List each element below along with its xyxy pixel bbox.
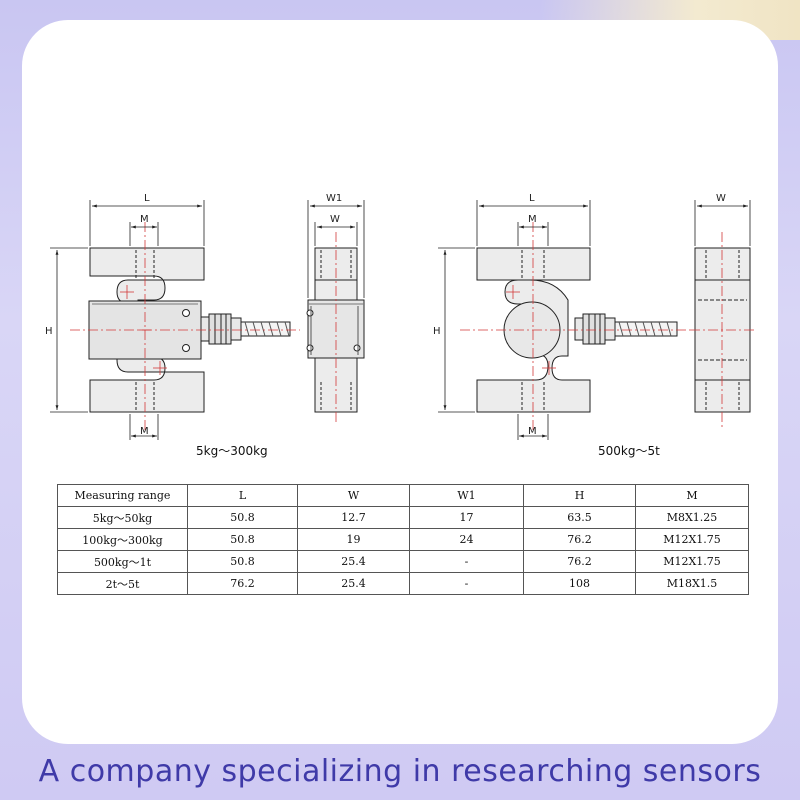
large-label-M-bottom: M — [528, 426, 537, 437]
cell-M: M12X1.75 — [635, 550, 749, 573]
small-label-W1: W1 — [326, 193, 342, 204]
table-row: 100kg～300kg 50.8 19 24 76.2 M12X1.75 — [57, 528, 749, 551]
cell-L: 50.8 — [187, 550, 298, 573]
small-centerlines — [70, 222, 300, 430]
cell-range: 2t～5t — [57, 572, 188, 595]
small-label-M-bottom: M — [140, 426, 149, 437]
cell-W1: - — [409, 572, 524, 595]
cell-range: 5kg～50kg — [57, 506, 188, 529]
header-W: W — [297, 484, 410, 507]
cell-W1: 24 — [409, 528, 524, 551]
cell-W: 25.4 — [297, 572, 410, 595]
cell-M: M18X1.5 — [635, 572, 749, 595]
header-M: M — [635, 484, 749, 507]
cell-L: 50.8 — [187, 528, 298, 551]
cell-W: 25.4 — [297, 550, 410, 573]
table-header-row: Measuring range L W W1 H M — [57, 484, 749, 507]
cell-H: 76.2 — [523, 550, 636, 573]
small-label-H: H — [45, 326, 53, 337]
table-row: 500kg～1t 50.8 25.4 - 76.2 M12X1.75 — [57, 550, 749, 573]
header-W1: W1 — [409, 484, 524, 507]
header-measuring-range: Measuring range — [57, 484, 188, 507]
table-row: 2t～5t 76.2 25.4 - 108 M18X1.5 — [57, 572, 749, 595]
cell-W1: 17 — [409, 506, 524, 529]
cell-M: M12X1.75 — [635, 528, 749, 551]
technical-drawings: L M M H W1 W 5kg～300kg — [45, 193, 756, 458]
small-label-M-top: M — [140, 214, 149, 225]
cell-W1: - — [409, 550, 524, 573]
cell-M: M8X1.25 — [635, 506, 749, 529]
large-caption: 500kg～5t — [598, 444, 660, 458]
large-centerlines — [460, 222, 690, 432]
small-load-cell-side-view — [306, 247, 365, 413]
header-H: H — [523, 484, 636, 507]
small-label-L: L — [144, 193, 150, 204]
cell-W: 19 — [297, 528, 410, 551]
small-caption: 5kg～300kg — [196, 444, 268, 458]
footer-tagline: A company specializing in researching se… — [38, 754, 762, 789]
cell-H: 63.5 — [523, 506, 636, 529]
cell-H: 108 — [523, 572, 636, 595]
cell-range: 500kg～1t — [57, 550, 188, 573]
cell-range: 100kg～300kg — [57, 528, 188, 551]
large-label-M-top: M — [528, 214, 537, 225]
large-label-L: L — [529, 193, 535, 204]
large-label-H: H — [433, 326, 441, 337]
specification-table: Measuring range L W W1 H M 5kg～50kg 50.8… — [57, 484, 749, 595]
cell-L: 76.2 — [187, 572, 298, 595]
table-row: 5kg～50kg 50.8 12.7 17 63.5 M8X1.25 — [57, 506, 749, 529]
cell-W: 12.7 — [297, 506, 410, 529]
cell-H: 76.2 — [523, 528, 636, 551]
header-L: L — [187, 484, 298, 507]
large-label-W: W — [716, 193, 726, 204]
small-label-W: W — [330, 214, 340, 225]
cell-L: 50.8 — [187, 506, 298, 529]
